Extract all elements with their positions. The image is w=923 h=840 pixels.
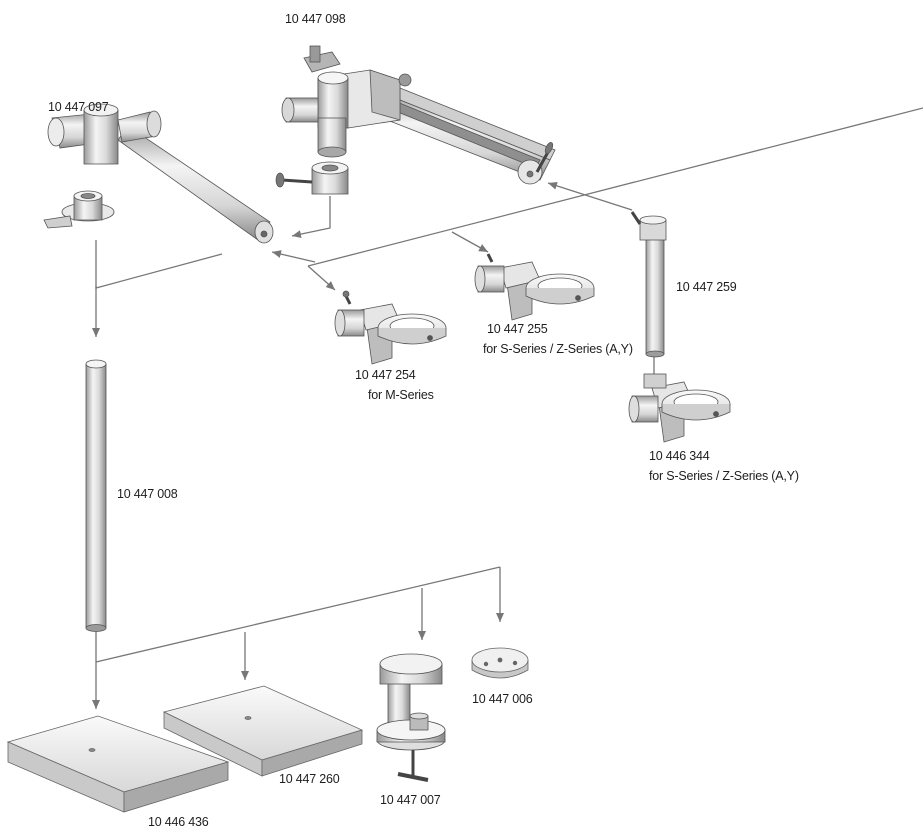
part-number-column-long: 10 447 008 [117, 487, 178, 501]
column-long-illustration [85, 359, 107, 632]
arrow-to-10447254 [307, 265, 336, 291]
part-number-focus-mount-sz-col: 10 446 344 [649, 449, 710, 463]
part-number-table-clamp: 10 447 007 [380, 793, 441, 807]
focus-mount-sz-illustration [474, 253, 595, 321]
part-number-focus-mount-m: 10 447 254 [355, 368, 416, 382]
connector-main-diagonal [307, 107, 923, 267]
desc-focus-mount-sz: for S-Series / Z-Series (A,Y) [483, 342, 633, 356]
desc-focus-mount-m: for M-Series [368, 388, 434, 402]
base-small-illustration [162, 685, 364, 777]
arm-large-illustration [275, 45, 556, 195]
connector-lines [92, 107, 923, 709]
connector-arm-small [95, 240, 223, 289]
arrow-to-arm-large [547, 181, 633, 211]
arrow-to-10447255 [451, 231, 489, 253]
part-number-base-large: 10 446 436 [148, 815, 209, 829]
base-disc-illustration [471, 647, 529, 679]
label-focus-mount-m: 10 447 254 for M-Series [355, 365, 434, 405]
table-clamp-illustration [376, 653, 446, 782]
arm-small-illustration [43, 103, 274, 244]
part-number-base-disc: 10 447 006 [472, 692, 533, 706]
arrow-to-arm-end [271, 250, 316, 263]
part-number-base-small: 10 447 260 [279, 772, 340, 786]
part-number-column-short: 10 447 259 [676, 280, 737, 294]
label-focus-mount-sz: 10 447 255 for S-Series / Z-Series (A,Y) [483, 319, 633, 359]
arrow-clamp-to-arm [291, 196, 331, 239]
connector-bases [95, 566, 501, 663]
desc-focus-mount-sz-col: for S-Series / Z-Series (A,Y) [649, 469, 799, 483]
part-number-arm-small: 10 447 097 [48, 100, 109, 114]
part-number-arm-large: 10 447 098 [285, 12, 346, 26]
base-large-illustration [6, 715, 230, 813]
focus-mount-sz-col-illustration [628, 373, 731, 443]
part-number-focus-mount-sz: 10 447 255 [487, 322, 548, 336]
label-focus-mount-sz-col: 10 446 344 for S-Series / Z-Series (A,Y) [649, 446, 799, 486]
column-short-illustration [630, 211, 667, 358]
focus-mount-m-illustration [334, 290, 447, 365]
